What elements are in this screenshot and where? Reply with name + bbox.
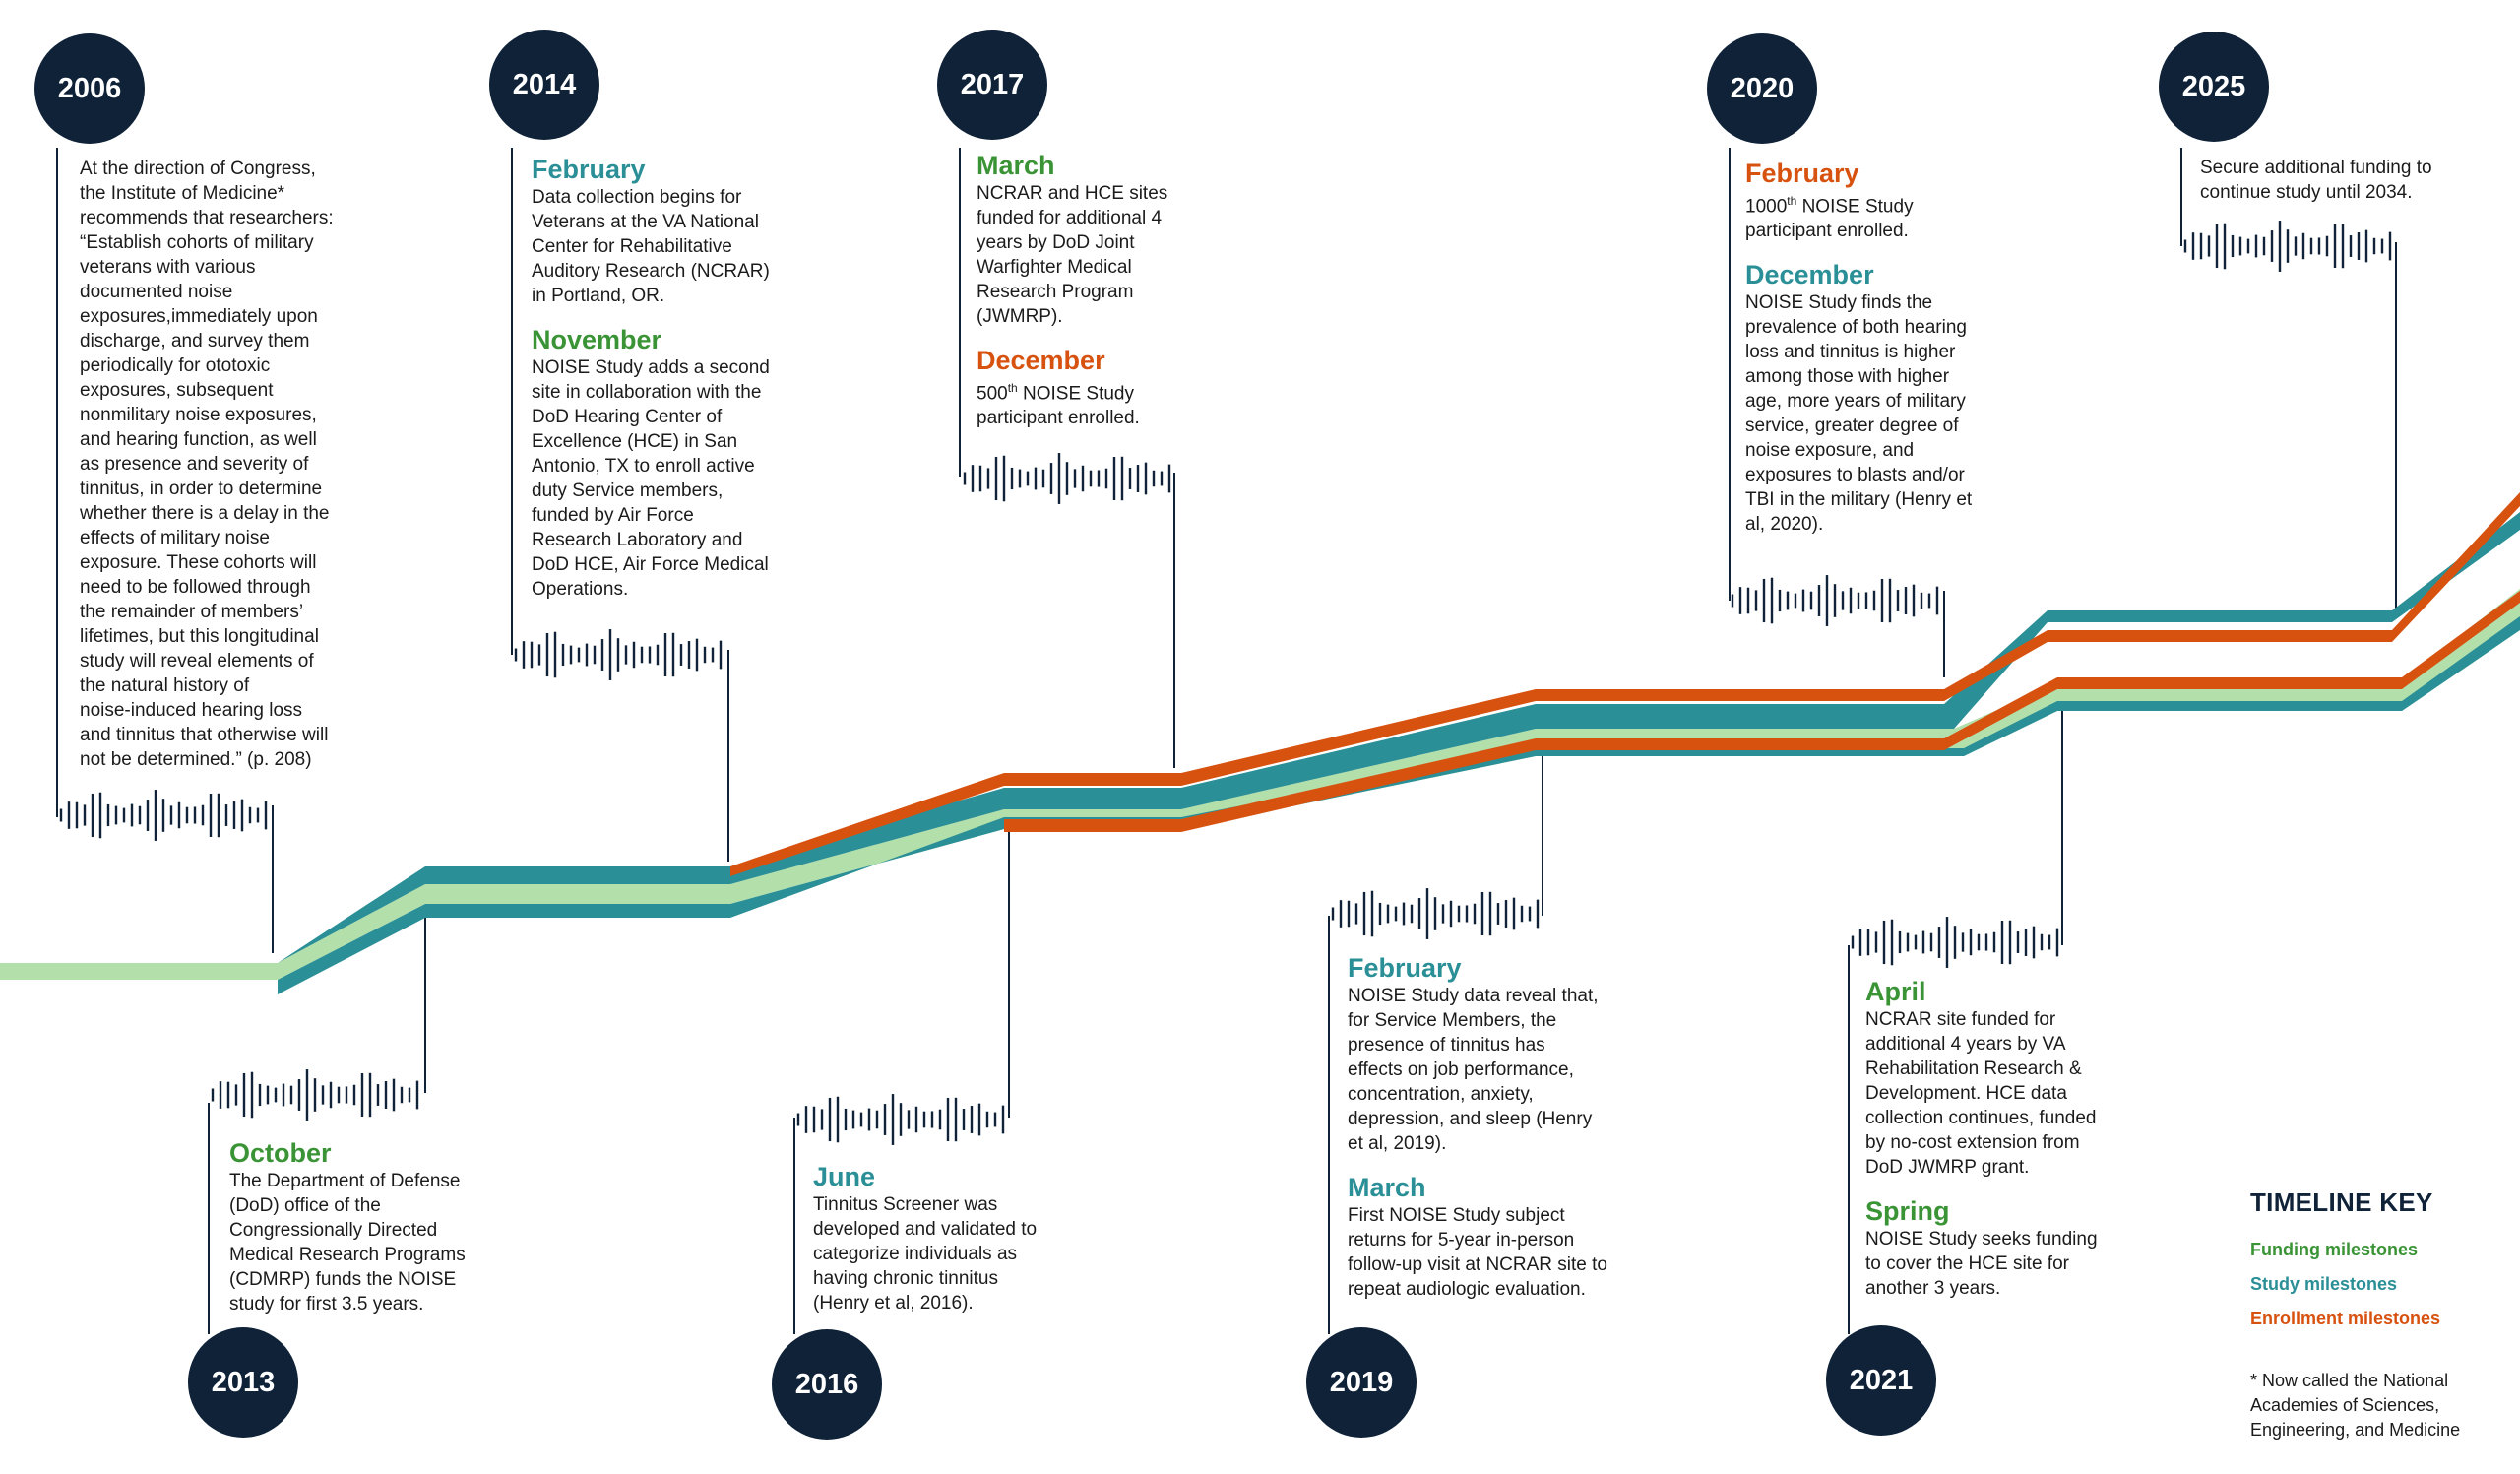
sound-wave-icon <box>1731 575 1939 626</box>
entry-body: The Department of Defense (DoD) office o… <box>229 1171 466 1314</box>
entry-body: NOISE Study finds the prevalence of both… <box>1745 292 1973 536</box>
year-label: 2013 <box>211 1366 276 1398</box>
key-funding: Funding milestones <box>2250 1240 2419 1259</box>
entry-body: Tinnitus Screener was developed and vali… <box>813 1194 1038 1314</box>
entry-body: First NOISE Study subject returns for 5-… <box>1348 1205 1607 1300</box>
key-enrollment: Enrollment milestones <box>2250 1309 2441 1328</box>
sound-wave-icon <box>1331 888 1540 939</box>
entry-body: 1000th NOISE Study participant enrolled. <box>1745 194 1914 242</box>
entry-month: June <box>813 1162 876 1191</box>
year-label: 2016 <box>794 1368 859 1400</box>
entry-2025: Secure additional funding to continue st… <box>2200 156 2432 205</box>
key-study: Study milestones <box>2250 1274 2398 1294</box>
year-circle-2025: 2025 <box>2159 32 2269 142</box>
entry-month: November <box>532 325 662 354</box>
entry-2006: At the direction of Congress, the Instit… <box>80 157 334 772</box>
year-label: 2014 <box>512 68 577 100</box>
enrollment-band-upper <box>730 492 2520 876</box>
year-label: 2025 <box>2181 70 2246 102</box>
entry-month: Spring <box>1865 1196 1950 1226</box>
entry-body: Secure additional funding to continue st… <box>2200 158 2432 203</box>
study-band-lower <box>278 616 2520 994</box>
entry-body: NCRAR site funded for additional 4 years… <box>1865 1009 2097 1178</box>
sound-wave-icon <box>211 1069 419 1121</box>
year-label: 2020 <box>1730 72 1795 104</box>
year-circle-2016: 2016 <box>772 1329 882 1440</box>
sound-waves <box>59 221 2392 1145</box>
entry-2017: March NCRAR and HCE sites funded for add… <box>976 150 1167 430</box>
year-circle-2020: 2020 <box>1707 33 1817 144</box>
entry-body: At the direction of Congress, the Instit… <box>80 159 334 770</box>
entry-month: February <box>1348 953 1462 983</box>
year-circle-2006: 2006 <box>34 33 145 144</box>
entry-body: NOISE Study seeks funding to cover the H… <box>1865 1229 2098 1299</box>
year-circle-2017: 2017 <box>937 30 1047 140</box>
sound-wave-icon <box>963 453 1171 504</box>
year-label: 2006 <box>57 72 122 104</box>
entry-body: NCRAR and HCE sites funded for additiona… <box>976 183 1168 327</box>
entry-month: March <box>976 151 1055 180</box>
sound-wave-icon <box>59 790 268 841</box>
ribbon-bands <box>0 492 2520 994</box>
entry-body: NOISE Study adds a second site in collab… <box>532 357 770 600</box>
entry-month: October <box>229 1138 332 1168</box>
entry-body: NOISE Study data reveal that, for Servic… <box>1348 986 1599 1154</box>
year-circle-2021: 2021 <box>1826 1325 1936 1436</box>
entry-month: December <box>1745 260 1874 290</box>
footnote: * Now called the National Academies of S… <box>2250 1371 2461 1440</box>
year-circle-2019: 2019 <box>1306 1327 1417 1438</box>
sound-wave-icon <box>796 1094 1005 1145</box>
sound-wave-icon <box>514 629 723 680</box>
entry-body: 500th NOISE Study participant enrolled. <box>976 381 1140 429</box>
year-circle-2013: 2013 <box>188 1327 298 1438</box>
entry-2013: October The Department of Defense (DoD) … <box>229 1137 466 1316</box>
connector-lines <box>56 148 2397 1334</box>
entry-body: Data collection begins for Veterans at t… <box>532 187 770 306</box>
entry-month: February <box>1745 159 1859 188</box>
timeline-key: TIMELINE KEY Funding milestones Study mi… <box>2250 1187 2440 1329</box>
entry-month: March <box>1348 1173 1426 1202</box>
entry-month: February <box>532 155 646 184</box>
year-circle-2014: 2014 <box>489 30 599 140</box>
entry-2021: April NCRAR site funded for additional 4… <box>1865 976 2098 1301</box>
study-band-upper <box>278 512 2520 963</box>
entry-month: April <box>1865 977 1926 1006</box>
entry-2016: June Tinnitus Screener was developed and… <box>813 1161 1037 1315</box>
year-label: 2017 <box>960 68 1025 100</box>
year-label: 2021 <box>1849 1364 1914 1396</box>
sound-wave-icon <box>2183 221 2392 272</box>
entry-2020: February 1000th NOISE Study participant … <box>1745 158 1972 537</box>
key-title: TIMELINE KEY <box>2250 1187 2433 1217</box>
sound-wave-icon <box>1851 917 2059 968</box>
year-label: 2019 <box>1329 1366 1394 1398</box>
entry-2019: February NOISE Study data reveal that, f… <box>1348 952 1607 1302</box>
entry-month: December <box>976 346 1105 375</box>
entry-2014: February Data collection begins for Vete… <box>532 154 770 602</box>
